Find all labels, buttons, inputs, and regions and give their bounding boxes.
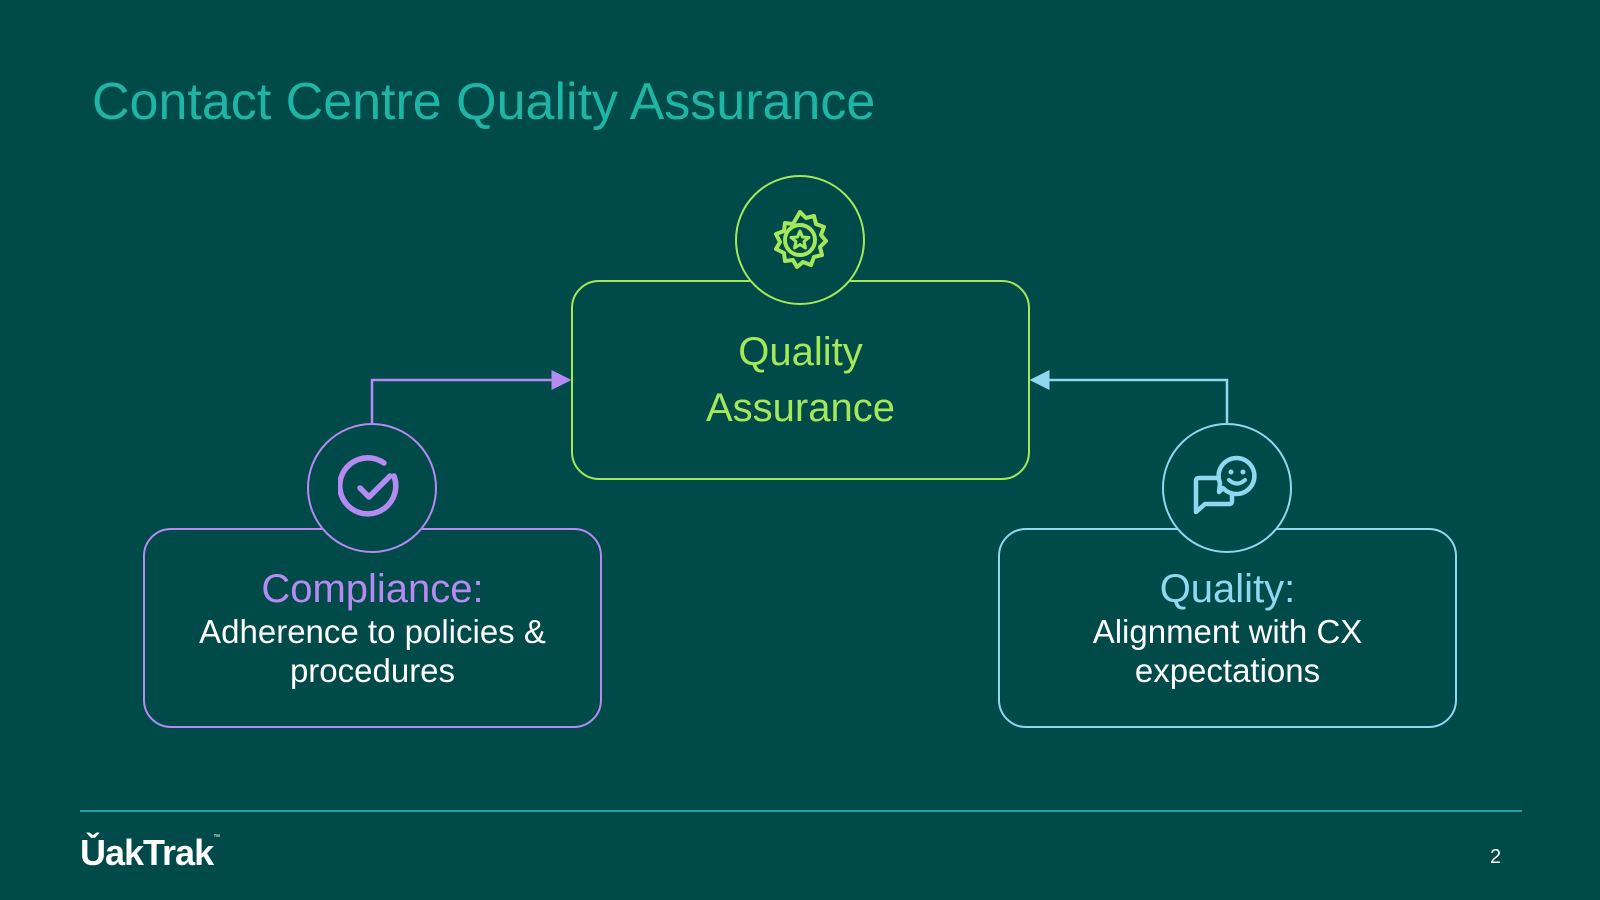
compliance-icon-circle xyxy=(307,423,437,553)
quality-assurance-label: Quality Assurance xyxy=(706,330,895,430)
compliance-description: Adherence to policies & procedures xyxy=(199,613,546,689)
chat-smile-icon xyxy=(1193,455,1257,515)
footer-divider xyxy=(80,810,1522,812)
quality-heading: Quality: xyxy=(1159,567,1296,611)
quality-assurance-box: Quality Assurance xyxy=(571,280,1030,480)
quality-icon-circle xyxy=(1162,423,1292,553)
quality-box: Quality: Alignment with CX expectations xyxy=(998,528,1457,728)
yaktrak-logo: ǓakTrak ™ xyxy=(80,828,220,874)
page-title: Contact Centre Quality Assurance xyxy=(92,73,876,131)
quality-description: Alignment with CX expectations xyxy=(1092,613,1363,689)
quality-assurance-icon-circle xyxy=(735,175,865,305)
connector-right-arrow xyxy=(1029,370,1229,423)
connector-left-arrow xyxy=(370,370,572,423)
compliance-box: Compliance: Adherence to policies & proc… xyxy=(143,528,602,728)
award-star-badge-icon xyxy=(774,210,828,269)
logo-text: ǓakTrak xyxy=(80,832,214,873)
check-circle-icon xyxy=(338,455,399,517)
page-number: 2 xyxy=(1490,846,1502,868)
logo-trademark: ™ xyxy=(213,834,221,841)
compliance-heading: Compliance: xyxy=(261,567,484,611)
